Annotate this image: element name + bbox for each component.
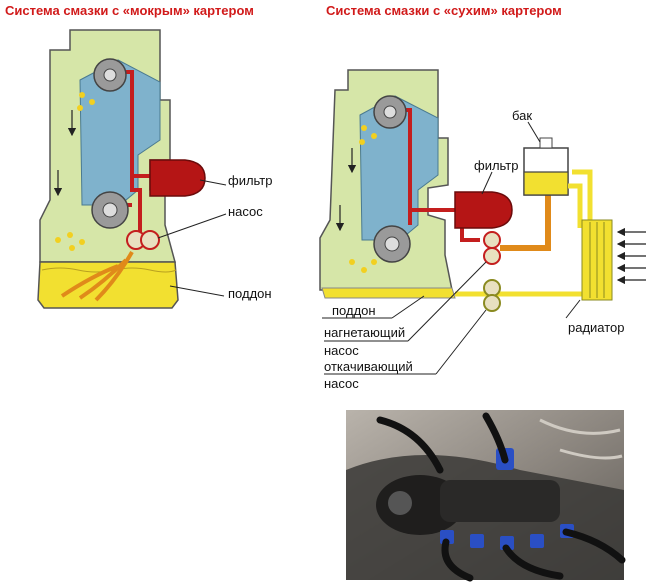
- dry-pressure-pump-label-2: насос: [324, 343, 359, 358]
- wet-sump-diagram: фильтр насос поддон: [37, 29, 272, 309]
- dry-scavenge-pump-label-1: откачивающий: [324, 359, 413, 374]
- dry-pressure-pump-label-1: нагнетающий: [324, 325, 405, 340]
- dry-scavenge-pump-label-2: насос: [324, 376, 359, 391]
- dry-tank: [523, 137, 569, 196]
- wet-filter-shape: [149, 159, 206, 197]
- dry-tank-label: бак: [512, 108, 532, 123]
- wet-sump-label: поддон: [228, 286, 272, 301]
- wet-filter-label: фильтр: [228, 173, 272, 188]
- dry-sump-label: поддон: [332, 303, 376, 318]
- dry-pressure-pump: [483, 231, 501, 265]
- dry-radiator-label: радиатор: [568, 320, 625, 335]
- dry-scavenge-pump: [483, 279, 501, 312]
- engine-photo: [346, 410, 626, 582]
- dry-sump-diagram: бак фильтр поддон нагнетающий насос отка…: [319, 69, 646, 391]
- dry-radiator: [581, 219, 613, 301]
- dry-filter-label: фильтр: [474, 158, 518, 173]
- wet-sump-title: Система смазки с «мокрым» картером: [5, 3, 254, 18]
- wet-pump-label: насос: [228, 204, 263, 219]
- dry-sump-title: Система смазки с «сухим» картером: [326, 3, 562, 18]
- wet-pump: [126, 230, 160, 250]
- dry-filter-shape: [454, 191, 513, 229]
